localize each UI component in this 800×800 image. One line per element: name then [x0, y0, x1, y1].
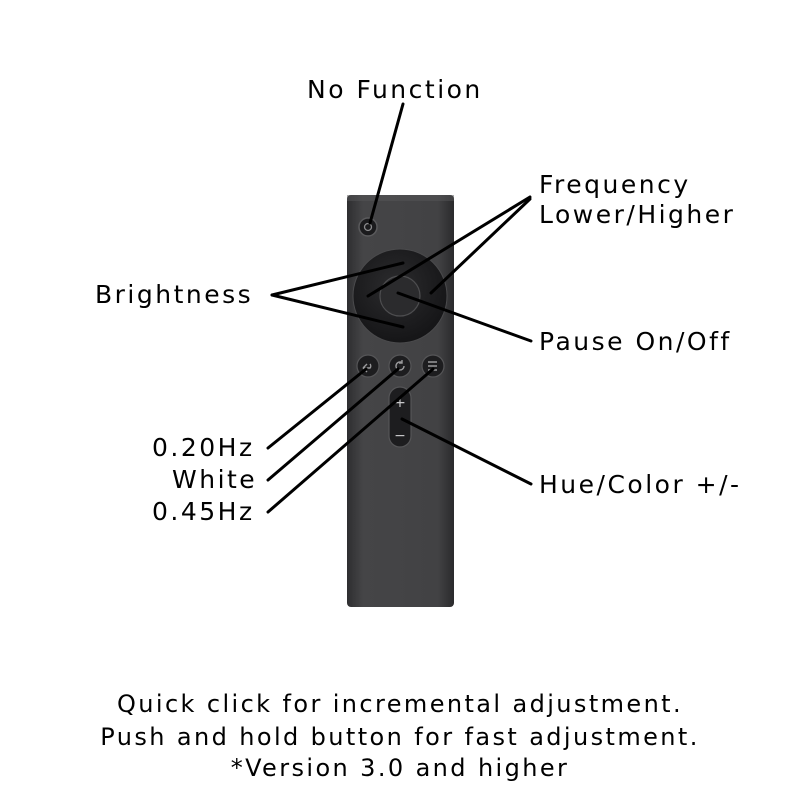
- line-white: [266, 367, 400, 482]
- line-no-function: [368, 102, 405, 225]
- line-brightness-down: [270, 293, 405, 329]
- line-brightness-up: [270, 261, 405, 297]
- plus-symbol: +: [394, 395, 406, 411]
- label-pause: Pause On/Off: [539, 327, 732, 356]
- power-button[interactable]: [358, 217, 378, 237]
- remote-control: + −: [347, 195, 454, 607]
- label-020hz: 0.20Hz: [152, 433, 255, 462]
- home-icon: [395, 360, 405, 371]
- line-pause: [396, 291, 533, 343]
- line-020hz: [266, 367, 368, 450]
- label-white: White: [172, 465, 258, 494]
- footer-line-2: Push and hold button for fast adjustment…: [100, 723, 700, 751]
- callout-lines: [266, 102, 533, 514]
- minus-symbol: −: [394, 428, 406, 444]
- footer-line-3: *Version 3.0 and higher: [230, 754, 570, 782]
- line-frequency-lower: [366, 195, 532, 298]
- label-frequency-line1: Frequency: [539, 170, 691, 199]
- line-frequency-higher: [429, 197, 532, 295]
- power-icon: [363, 222, 373, 232]
- footer-line-1: Quick click for incremental adjustment.: [116, 690, 684, 718]
- dpad-center-button[interactable]: [379, 275, 421, 317]
- label-frequency-line2: Lower/Higher: [539, 200, 736, 229]
- label-brightness: Brightness: [95, 280, 254, 309]
- label-hue: Hue/Color +/-: [539, 470, 742, 499]
- line-045hz: [266, 367, 435, 514]
- label-no-function: No Function: [307, 75, 483, 104]
- label-045hz: 0.45Hz: [152, 497, 255, 526]
- line-hue: [400, 417, 533, 486]
